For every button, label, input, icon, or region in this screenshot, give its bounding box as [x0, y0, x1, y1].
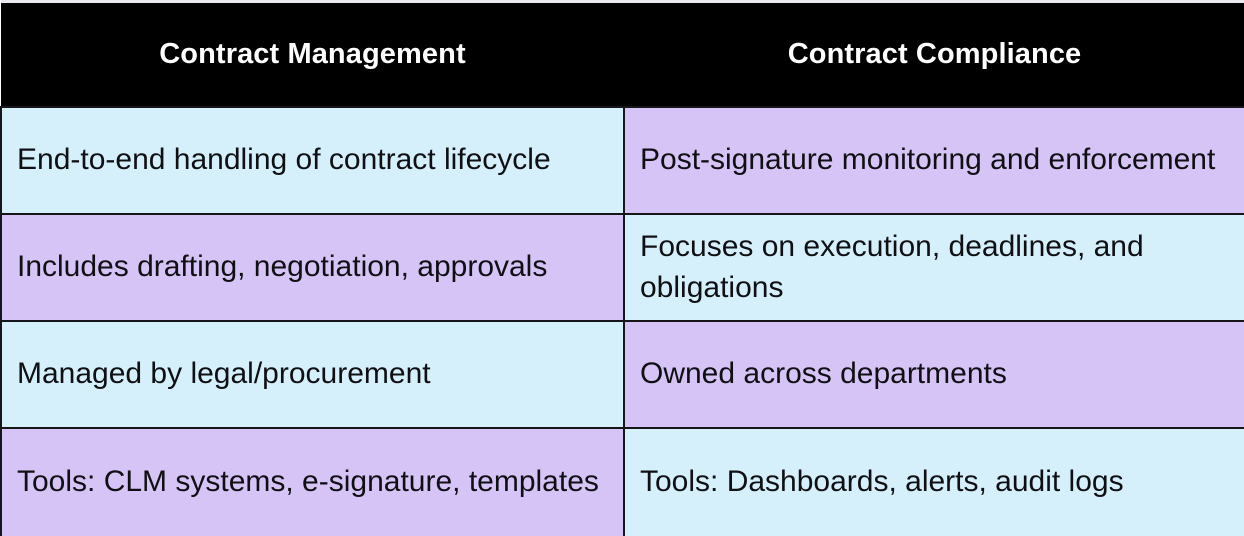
cell-text: Includes drafting, negotiation, approval… [17, 250, 548, 284]
cell-compliance-3: Owned across departments [623, 319, 1244, 429]
cell-text: Focuses on execution, deadlines, and obl… [640, 229, 1144, 304]
column-header-contract-management: Contract Management [1, 0, 624, 107]
cell-text: Post-signature monitoring and enforcemen… [640, 143, 1216, 177]
cell-text: Tools: Dashboards, alerts, audit logs [640, 465, 1124, 499]
column-header-contract-compliance: Contract Compliance [624, 0, 1244, 107]
cell-management-4: Tools: CLM systems, e-signature, templat… [0, 426, 625, 536]
cell-management-3: Managed by legal/procurement [0, 319, 625, 429]
cell-compliance-2: Focuses on execution, deadlines, and obl… [623, 212, 1244, 322]
table-header: Contract Management Contract Compliance [1, 0, 1244, 107]
table-row: Tools: CLM systems, e-signature, templat… [0, 426, 1244, 536]
cell-text: Tools: CLM systems, e-signature, templat… [17, 465, 599, 499]
header-row: Contract Management Contract Compliance [1, 0, 1244, 107]
cell-compliance-4: Tools: Dashboards, alerts, audit logs [623, 426, 1244, 536]
table-row: End-to-end handling of contract lifecycl… [0, 105, 1244, 215]
cell-management-1: End-to-end handling of contract lifecycl… [0, 105, 625, 215]
cell-text: End-to-end handling of contract lifecycl… [17, 143, 551, 177]
cell-management-2: Includes drafting, negotiation, approval… [0, 212, 625, 322]
cell-text: Managed by legal/procurement [17, 357, 431, 391]
table-body: End-to-end handling of contract lifecycl… [0, 105, 1244, 536]
table-row: Includes drafting, negotiation, approval… [0, 212, 1244, 322]
cell-text: Owned across departments [640, 357, 1007, 391]
cell-compliance-1: Post-signature monitoring and enforcemen… [623, 105, 1244, 215]
table-row: Managed by legal/procurement Owned acros… [0, 319, 1244, 429]
